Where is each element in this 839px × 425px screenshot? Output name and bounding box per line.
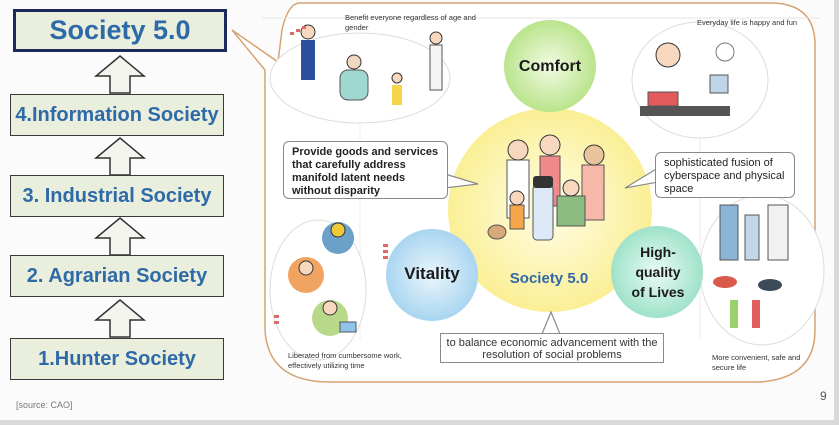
stage-label: 1.Hunter Society: [38, 347, 196, 370]
up-arrow-icon: [93, 299, 147, 338]
stage-information-society: 4.Information Society: [10, 94, 224, 136]
emphasis-marks-icon: [274, 26, 388, 324]
callout-provide-goods: Provide goods and services that carefull…: [283, 141, 448, 199]
caption-convenient-safe: More convenient, safe and secure life: [712, 353, 801, 372]
comfort-label: Comfort: [518, 58, 582, 75]
stage-label: 2. Agrarian Society: [26, 264, 208, 287]
callout-fusion: sophisticated fusion of cyberspace and p…: [655, 152, 795, 198]
family-with-robot-icon: [487, 134, 605, 241]
city-scene-icon: [713, 204, 789, 328]
scene-kitchen-circle: [631, 21, 769, 139]
stage-industrial-society: 3. Industrial Society: [10, 175, 224, 217]
caption-benefit-everyone: Benefit everyone regardless of age and g…: [345, 13, 476, 32]
stage-label: 3. Industrial Society: [22, 184, 212, 207]
stage-agrarian-society: 2. Agrarian Society: [10, 255, 224, 297]
stage-hunter-society: 1.Hunter Society: [10, 338, 224, 380]
caption-everyday-life: Everyday life is happy and fun: [697, 18, 798, 27]
kitchen-scene-icon: [640, 42, 735, 116]
callout-balance: to balance economic advancement with the…: [440, 333, 664, 363]
society-5-box: Society 5.0: [13, 9, 227, 52]
people-figures-icon: [300, 24, 443, 105]
page-number: 9: [820, 389, 827, 403]
vitality-circle: [386, 229, 478, 321]
scene-city-circle: [699, 194, 825, 346]
high-quality-circle: [611, 226, 703, 318]
center-society-label: Society 5.0: [509, 270, 589, 287]
up-arrow-icon: [93, 55, 147, 94]
comfort-circle: [504, 20, 596, 112]
stage-label: 4.Information Society: [15, 103, 219, 126]
work-scene-icon: [288, 222, 357, 336]
vitality-label: Vitality: [404, 264, 460, 283]
society-5-label: Society 5.0: [49, 15, 191, 45]
source-note: [source: CAO]: [16, 400, 73, 410]
high-quality-label: High-quality of Lives: [631, 244, 685, 300]
caption-liberated-work: Liberated from cumbersome work, effectiv…: [288, 351, 402, 370]
